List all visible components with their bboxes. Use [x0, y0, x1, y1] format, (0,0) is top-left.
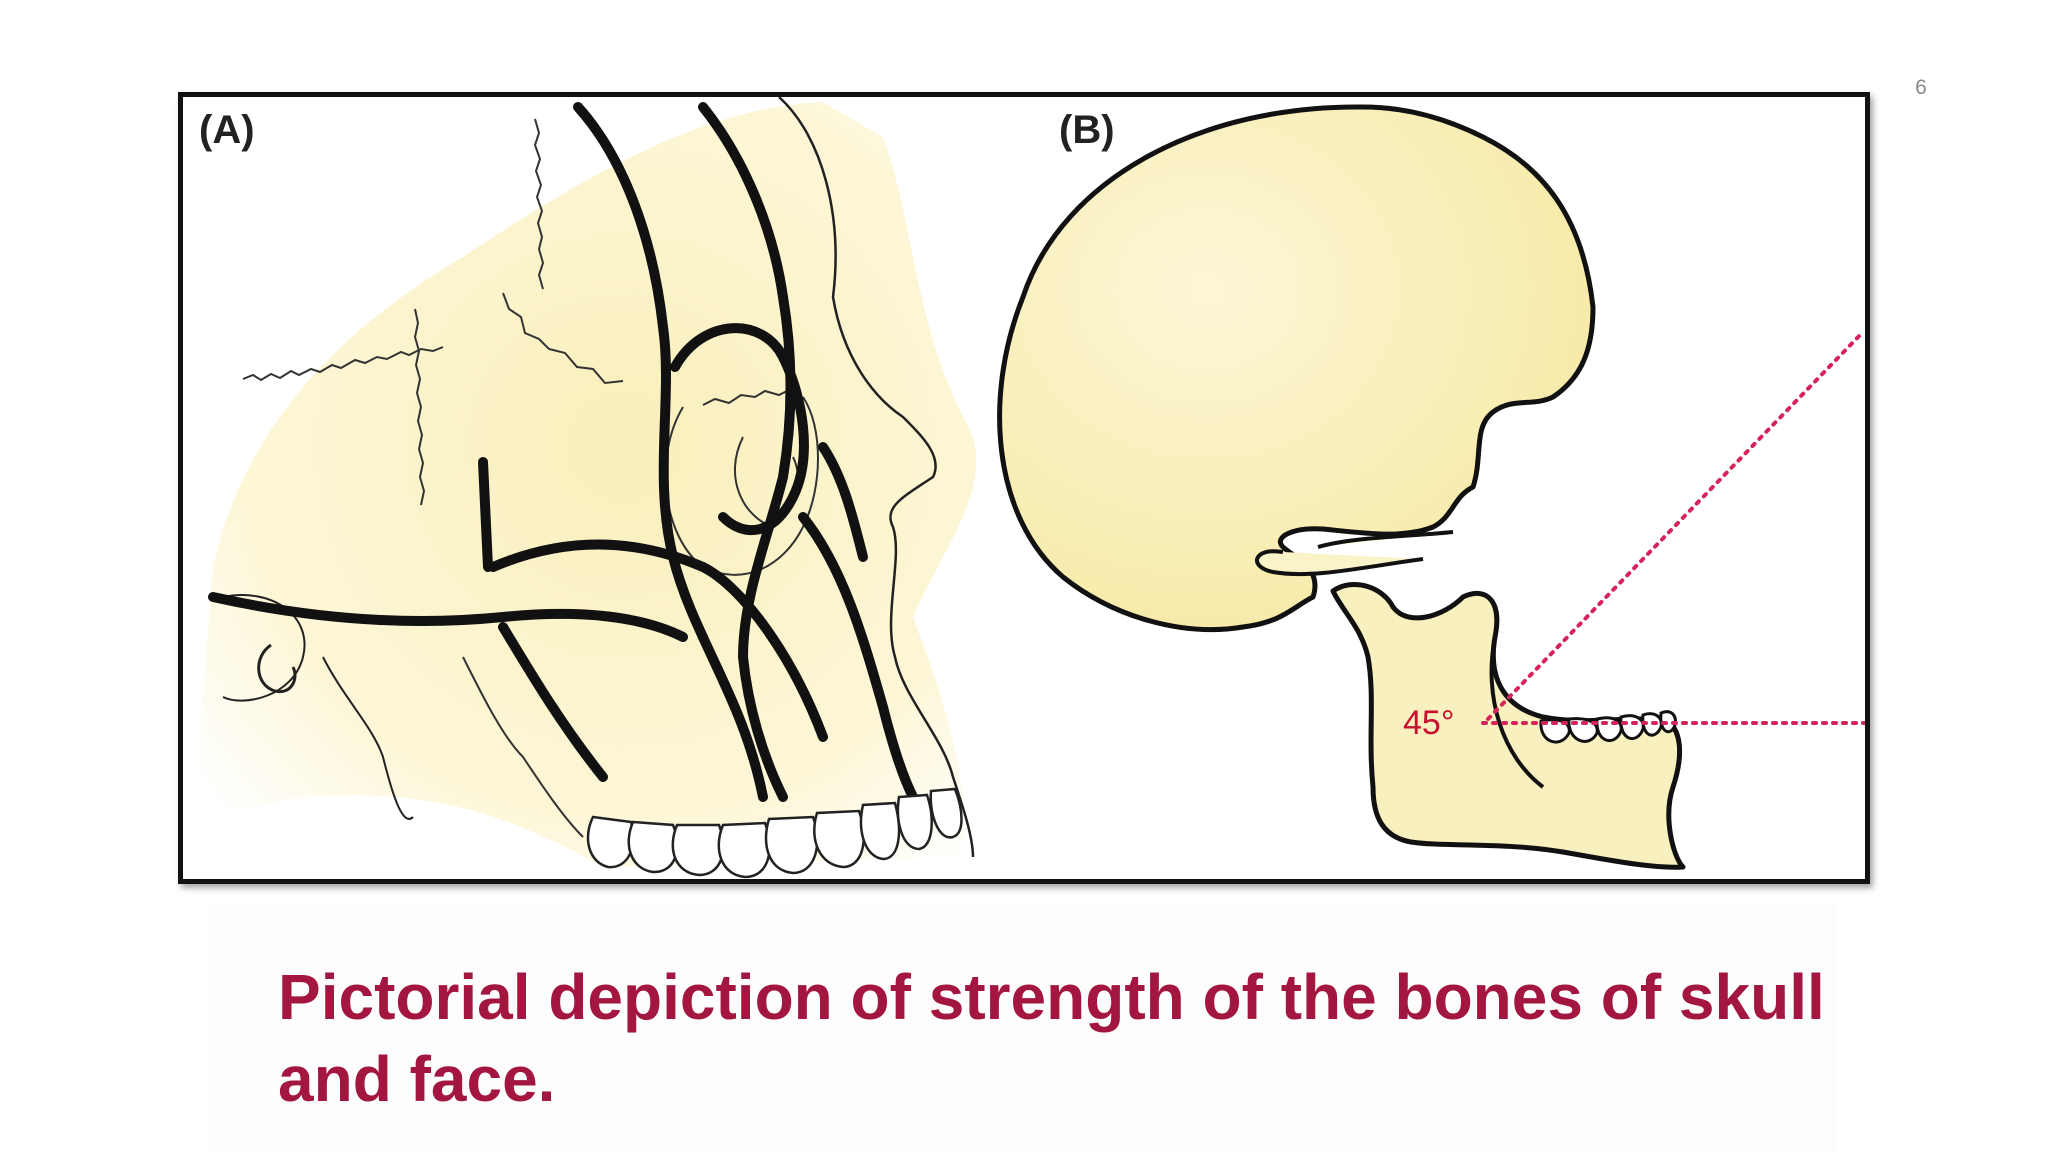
- panel-a: (A): [193, 97, 977, 879]
- facial-buttresses: [208, 102, 918, 802]
- tooth: [717, 821, 771, 879]
- mandible-ramus-outline: [462, 656, 584, 838]
- mandible-coronoid: [1489, 636, 1545, 789]
- zygomatic-arch-buttress: [208, 592, 688, 642]
- caption-band: [210, 905, 1836, 1152]
- figure-svg: (A): [193, 97, 1865, 879]
- angle-reference-lines: [1481, 330, 1865, 725]
- tooth: [671, 823, 725, 877]
- external-ear-canal: [257, 643, 297, 694]
- tooth: [1539, 718, 1571, 744]
- zygomaticomaxillary-buttress: [698, 102, 796, 802]
- angle-label: 45°: [1403, 704, 1454, 742]
- mastoid-outline: [222, 594, 414, 820]
- orbital-rim-buttress: [670, 323, 809, 535]
- slide-caption: Pictorial depiction of strength of the b…: [278, 961, 1825, 1115]
- nasomaxillary-buttress: [573, 102, 768, 802]
- cranium: [997, 104, 1596, 632]
- zygomatic-arch: [1255, 530, 1454, 577]
- slide-number: 6: [1915, 76, 1927, 99]
- maxillary-teeth: [586, 787, 963, 879]
- pterygomaxillary-buttress: [488, 539, 828, 742]
- coronal-suture: [533, 118, 545, 290]
- figure-frame: (A): [178, 92, 1870, 884]
- oblique-45-degree-line: [1486, 330, 1865, 721]
- tooth: [627, 820, 679, 874]
- panel-b-label: (B): [1059, 108, 1115, 152]
- tooth: [764, 815, 819, 875]
- anterior-maxillary-buttress: [798, 512, 918, 802]
- tooth: [929, 787, 963, 839]
- mandible: [1330, 581, 1686, 870]
- squamous-suture: [413, 308, 426, 506]
- nasal-suture: [702, 388, 792, 406]
- panel-a-label: (A): [199, 108, 255, 152]
- nose-profile: [778, 97, 975, 858]
- tooth: [1619, 714, 1645, 741]
- palatine-buttress: [498, 622, 608, 782]
- panel-b: 45° (B): [997, 104, 1865, 870]
- tooth: [1595, 716, 1623, 743]
- sphenoid-suture: [502, 292, 624, 385]
- temporal-buttress: [478, 457, 493, 572]
- cranial-suture: [242, 346, 444, 382]
- tooth: [586, 815, 635, 869]
- frontal-buttress-branch: [818, 442, 868, 562]
